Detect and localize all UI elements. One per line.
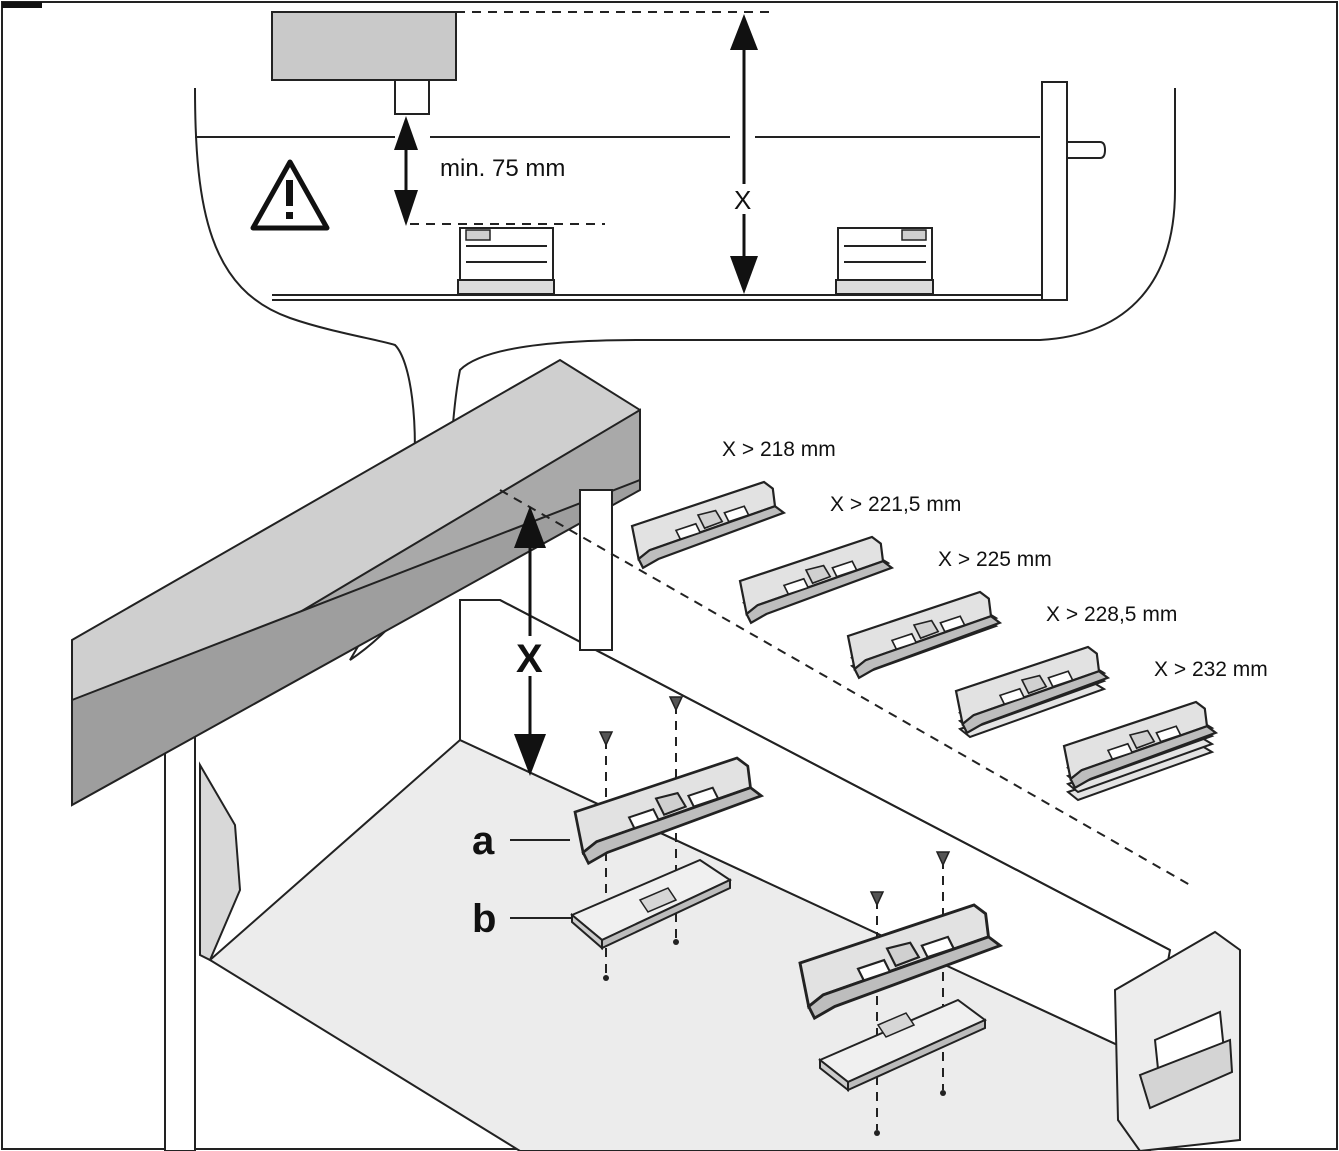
spacer-option: X > 218 mm (630, 438, 836, 569)
part-a-label: a (472, 819, 495, 863)
clip-profile-left (457, 227, 555, 295)
drawer-front-profile (1041, 81, 1068, 301)
drawer-handle-profile (1066, 141, 1107, 159)
countertop-support (579, 489, 613, 651)
screw-icon (869, 891, 885, 907)
screw-icon (598, 731, 614, 747)
detail-callout: min. 75 mm X (194, 11, 1176, 661)
clip-rail (630, 480, 785, 569)
screw-icon (935, 851, 951, 867)
spacer-option-label: X > 232 mm (1154, 658, 1268, 681)
spacer-option-label: X > 221,5 mm (830, 493, 961, 516)
warning-icon (250, 159, 330, 231)
spacer-option-label: X > 228,5 mm (1046, 603, 1177, 626)
countertop-fixture (394, 79, 430, 115)
countertop-section (271, 11, 457, 81)
spacer-option-label: X > 225 mm (938, 548, 1052, 571)
spacer-option: X > 221,5 mm (738, 493, 961, 624)
corner-mark (2, 2, 42, 8)
clip-rail (846, 590, 1001, 679)
mounted-assembly-right (798, 851, 1002, 1136)
spacer-option: X > 228,5 mm (954, 603, 1177, 739)
main-x-label: X (516, 637, 543, 681)
part-b-label: b (472, 897, 496, 941)
drawer-side-left (199, 761, 242, 962)
spacer-option-label: X > 218 mm (722, 438, 836, 461)
cabinet-side-left (164, 728, 196, 1151)
clip-profile-right (835, 227, 934, 295)
alignment-guide (499, 489, 1191, 886)
spacer-option: X > 225 mm (846, 548, 1052, 679)
mounted-assembly-left: a b (472, 696, 763, 981)
spacer-option: X > 232 mm (1062, 658, 1268, 802)
clip-rail (738, 535, 893, 624)
x-dimension-label: X (734, 185, 751, 215)
min-distance-label: min. 75 mm (440, 155, 565, 182)
spacer-options: X > 218 mm X > 221,5 mm X > 225 mm X > 228,… (630, 438, 1268, 802)
screw-icon (668, 696, 684, 712)
